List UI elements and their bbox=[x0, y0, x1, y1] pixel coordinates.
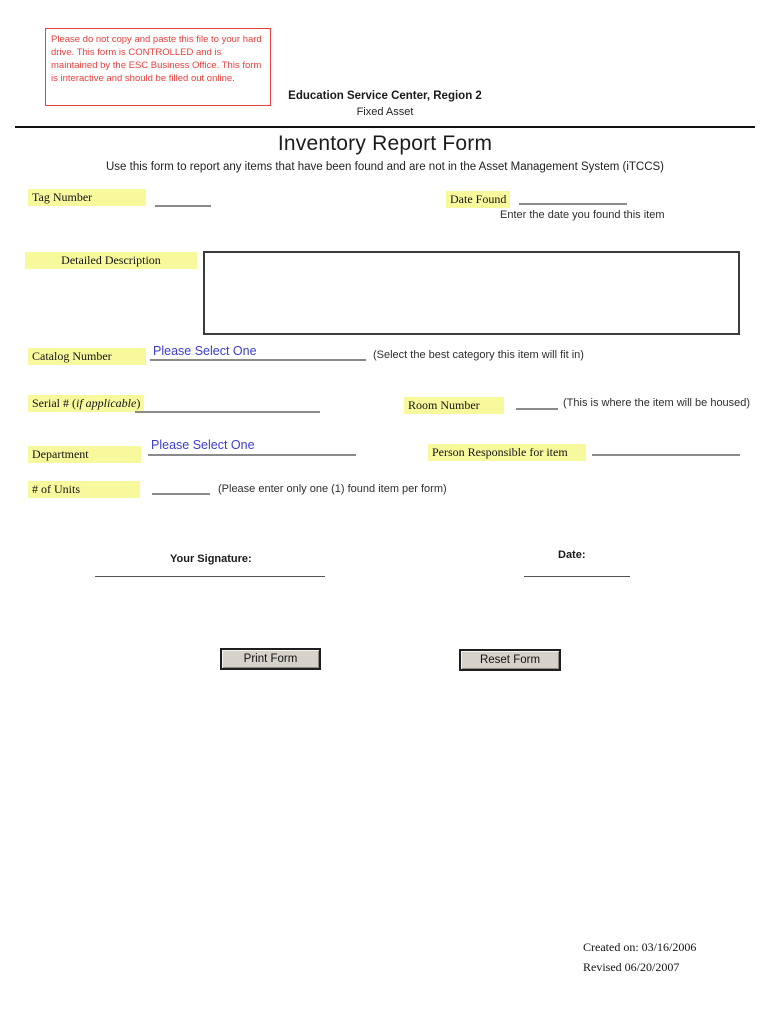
person-responsible-label: Person Responsible for item bbox=[428, 444, 586, 461]
serial-number-input[interactable] bbox=[135, 411, 320, 413]
form-instructions: Use this form to report any items that h… bbox=[105, 161, 665, 173]
department-select-underline[interactable] bbox=[148, 454, 356, 456]
detailed-description-label: Detailed Description bbox=[25, 252, 197, 269]
organization-name: Education Service Center, Region 2 bbox=[288, 90, 482, 102]
tag-number-input[interactable] bbox=[155, 205, 211, 207]
room-number-label: Room Number bbox=[404, 397, 504, 414]
created-date-text: Created on: 03/16/2006 bbox=[583, 940, 697, 954]
department-label: Department bbox=[28, 446, 141, 463]
units-hint: (Please enter only one (1) found item pe… bbox=[218, 483, 447, 495]
detailed-description-input[interactable] bbox=[203, 251, 740, 335]
date-found-hint: Enter the date you found this item bbox=[500, 209, 665, 221]
catalog-number-label: Catalog Number bbox=[28, 348, 146, 365]
catalog-number-select-underline[interactable] bbox=[150, 359, 366, 361]
controlled-document-warning-text: Please do not copy and paste this file t… bbox=[51, 34, 262, 84]
signature-date-label: Date: bbox=[558, 549, 586, 561]
date-found-label: Date Found bbox=[446, 191, 511, 208]
signature-label: Your Signature: bbox=[170, 553, 252, 565]
tag-number-label: Tag Number bbox=[28, 189, 146, 206]
header-divider bbox=[15, 126, 755, 128]
print-form-button[interactable]: Print Form bbox=[220, 648, 321, 670]
department-select[interactable]: Please Select One bbox=[151, 438, 255, 452]
catalog-number-hint: (Select the best category this item will… bbox=[373, 349, 584, 361]
serial-label-italic: if applicable bbox=[76, 396, 137, 410]
department-name: Fixed Asset bbox=[356, 106, 414, 118]
catalog-number-select[interactable]: Please Select One bbox=[153, 344, 257, 358]
controlled-document-warning: Please do not copy and paste this file t… bbox=[45, 28, 271, 106]
serial-label-suffix: ) bbox=[136, 396, 141, 410]
person-responsible-input[interactable] bbox=[592, 454, 740, 456]
signature-date-input[interactable] bbox=[524, 575, 630, 577]
units-label: # of Units bbox=[28, 481, 140, 498]
units-input[interactable] bbox=[152, 493, 210, 495]
reset-form-button[interactable]: Reset Form bbox=[459, 649, 561, 671]
signature-input[interactable] bbox=[95, 575, 325, 577]
room-number-input[interactable] bbox=[516, 408, 558, 410]
form-title: Inventory Report Form bbox=[277, 132, 493, 155]
room-number-hint: (This is where the item will be housed) bbox=[563, 397, 751, 409]
date-found-input[interactable] bbox=[519, 203, 627, 205]
serial-number-label: Serial # (if applicable) bbox=[28, 395, 145, 412]
revised-date-text: Revised 06/20/2007 bbox=[583, 960, 680, 974]
serial-label-prefix: Serial # ( bbox=[32, 396, 76, 410]
